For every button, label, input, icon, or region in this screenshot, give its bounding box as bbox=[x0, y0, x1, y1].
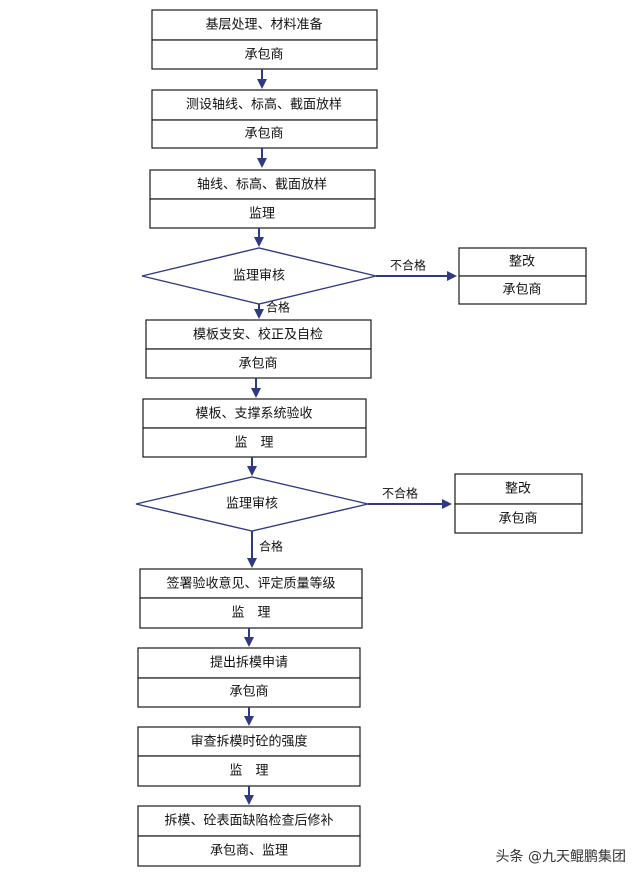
step-6-task: 签署验收意见、评定质量等级 bbox=[166, 576, 335, 592]
step-2-party: 承包商 bbox=[244, 127, 283, 142]
step-6: 签署验收意见、评定质量等级 监 理 bbox=[139, 568, 363, 629]
step-8-party: 监 理 bbox=[229, 764, 268, 779]
step-5: 模板、支撑系统验收 监 理 bbox=[142, 398, 367, 458]
review-2: 监理审核 bbox=[135, 476, 369, 532]
rectify-1-party: 承包商 bbox=[502, 283, 541, 298]
step-2: 测设轴线、标高、截面放样 承包商 bbox=[151, 89, 378, 149]
step-9: 拆模、砼表面缺陷检查后修补 承包商、监理 bbox=[137, 805, 361, 867]
step-8-task: 审查拆模时砼的强度 bbox=[190, 734, 307, 750]
step-3-task: 轴线、标高、截面放样 bbox=[197, 177, 327, 193]
step-2-task: 测设轴线、标高、截面放样 bbox=[186, 97, 342, 113]
step-4-task: 模板支安、校正及自检 bbox=[193, 327, 323, 343]
step-1: 基层处理、材料准备 承包商 bbox=[151, 9, 378, 70]
review-2-pass-label: 合格 bbox=[259, 539, 283, 554]
step-7-party: 承包商 bbox=[229, 685, 268, 700]
step-9-task: 拆模、砼表面缺陷检查后修补 bbox=[164, 814, 333, 829]
rectify-1: 整改 承包商 bbox=[458, 247, 587, 305]
step-4-party: 承包商 bbox=[238, 357, 277, 372]
step-9-party: 承包商、监理 bbox=[210, 844, 288, 859]
review-1: 监理审核 bbox=[141, 247, 377, 305]
review-2-fail-label: 不合格 bbox=[382, 486, 418, 501]
step-7-task: 提出拆模申请 bbox=[210, 655, 288, 671]
step-3: 轴线、标高、截面放样 监理 bbox=[149, 169, 376, 229]
step-8: 审查拆模时砼的强度 监 理 bbox=[137, 726, 361, 787]
rectify-2-party: 承包商 bbox=[498, 512, 537, 527]
watermark: 头条 @九天鲲鹏集团 bbox=[495, 849, 626, 865]
step-5-task: 模板、支撑系统验收 bbox=[195, 406, 312, 422]
rectify-2-task: 整改 bbox=[505, 482, 531, 497]
rectify-1-task: 整改 bbox=[509, 255, 535, 270]
rectify-2: 整改 承包商 bbox=[454, 473, 583, 534]
review-2-label: 监理审核 bbox=[226, 497, 278, 512]
step-6-party: 监 理 bbox=[231, 606, 270, 621]
review-1-fail-label: 不合格 bbox=[390, 258, 426, 273]
step-4: 模板支安、校正及自检 承包商 bbox=[145, 319, 372, 379]
review-1-pass-label: 合格 bbox=[266, 300, 290, 315]
step-7: 提出拆模申请 承包商 bbox=[137, 647, 361, 708]
review-1-label: 监理审核 bbox=[233, 269, 285, 284]
step-1-task: 基层处理、材料准备 bbox=[205, 17, 322, 33]
step-1-party: 承包商 bbox=[244, 48, 283, 63]
step-3-party: 监理 bbox=[249, 207, 275, 222]
step-5-party: 监 理 bbox=[234, 436, 273, 451]
